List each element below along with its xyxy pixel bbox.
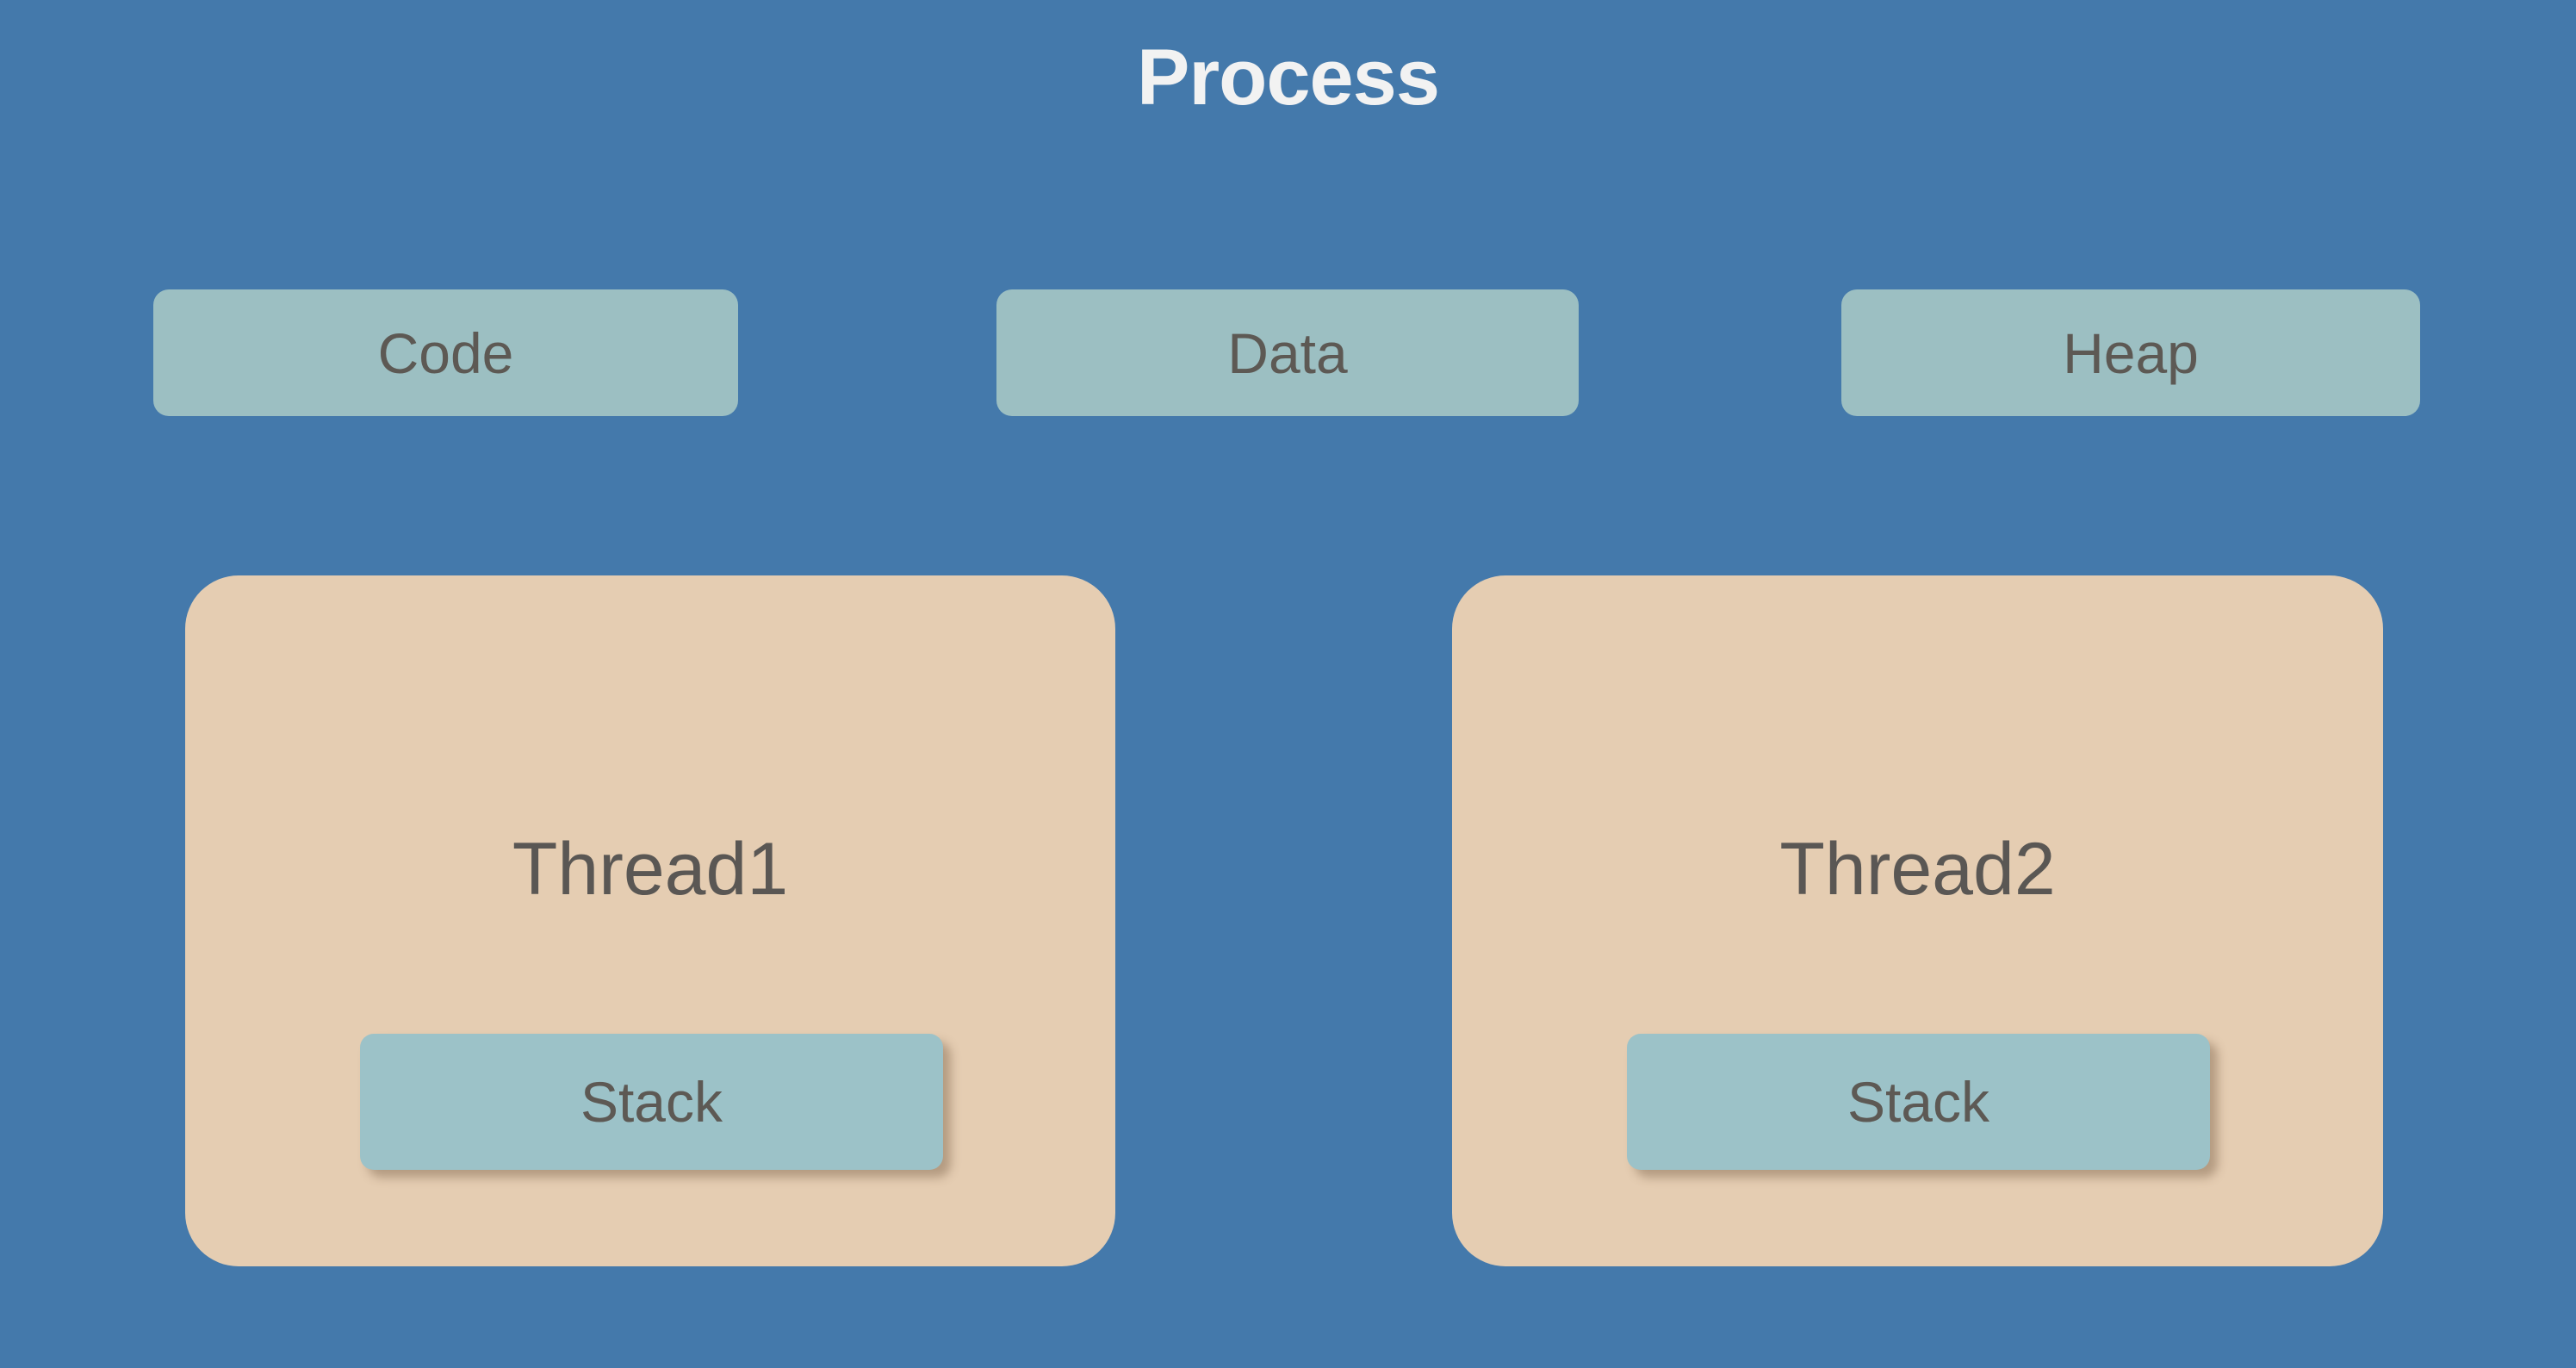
stack-box-thread1[interactable]: Stack bbox=[360, 1034, 943, 1170]
segment-box-heap[interactable]: Heap bbox=[1841, 289, 2420, 416]
segment-label-code: Code bbox=[377, 320, 514, 385]
stack-label-thread1: Stack bbox=[580, 1070, 723, 1134]
page-title: Process bbox=[1136, 34, 1440, 121]
thread-label-thread1: Thread1 bbox=[512, 828, 789, 911]
stack-label-thread2: Stack bbox=[1847, 1070, 1990, 1134]
thread-card-thread2[interactable]: Thread2 Stack bbox=[1452, 575, 2383, 1266]
segment-box-data[interactable]: Data bbox=[996, 289, 1579, 416]
segment-label-data: Data bbox=[1227, 320, 1348, 385]
segment-box-code[interactable]: Code bbox=[153, 289, 738, 416]
stack-box-thread2[interactable]: Stack bbox=[1627, 1034, 2210, 1170]
thread-card-thread1[interactable]: Thread1 Stack bbox=[185, 575, 1115, 1266]
thread-label-thread2: Thread2 bbox=[1779, 828, 2056, 911]
segment-label-heap: Heap bbox=[2063, 320, 2199, 385]
